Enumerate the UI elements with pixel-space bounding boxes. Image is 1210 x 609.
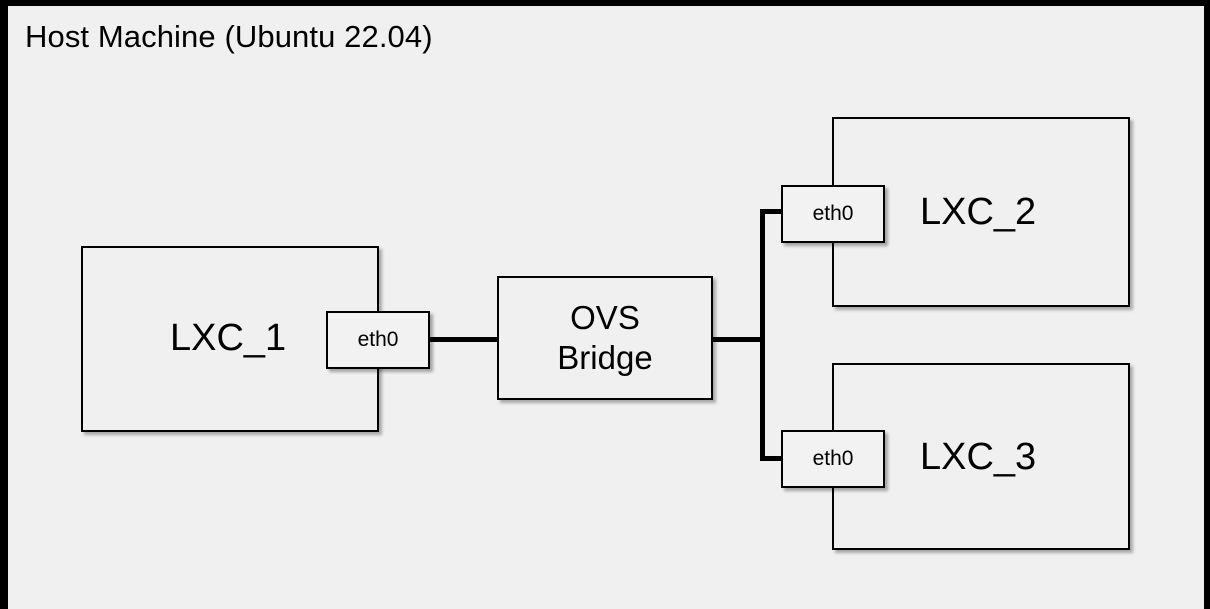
ovs-bridge-label-line2: Bridge <box>557 339 653 376</box>
eth-port-lxc1[interactable]: eth0 <box>326 311 430 369</box>
container-label-lxc3: LXC_3 <box>920 436 1037 478</box>
eth-port-label-lxc3: eth0 <box>812 447 854 470</box>
wire-vertical-trunk <box>760 209 765 461</box>
container-label-lxc2: LXC_2 <box>920 191 1037 233</box>
wire-trunk-to-lxc2 <box>760 209 786 214</box>
eth-port-lxc2[interactable]: eth0 <box>781 185 885 243</box>
ovs-bridge-label-line1: OVS <box>570 299 640 336</box>
eth-port-label-lxc2: eth0 <box>812 202 854 225</box>
wire-trunk-to-lxc3 <box>760 456 786 461</box>
host-machine-title: Host Machine (Ubuntu 22.04) <box>25 19 433 54</box>
eth-port-lxc3[interactable]: eth0 <box>781 430 885 488</box>
ovs-bridge-box[interactable]: OVS Bridge <box>497 276 713 400</box>
wire-bridge-to-trunk <box>711 337 765 342</box>
eth-port-label-lxc1: eth0 <box>357 328 399 351</box>
container-label-lxc1: LXC_1 <box>170 317 287 359</box>
wire-lxc1-to-bridge <box>428 337 500 342</box>
